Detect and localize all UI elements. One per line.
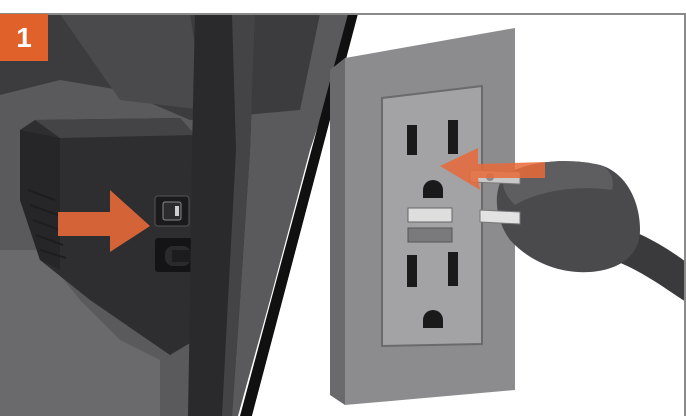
step-number-badge: 1 [0,14,48,61]
power-cable-connector [155,238,195,272]
gfci-receptacle [382,86,482,346]
power-switch[interactable] [155,196,189,226]
reset-button[interactable] [408,228,452,242]
step-number-label: 1 [16,22,32,54]
test-button[interactable] [408,208,452,222]
